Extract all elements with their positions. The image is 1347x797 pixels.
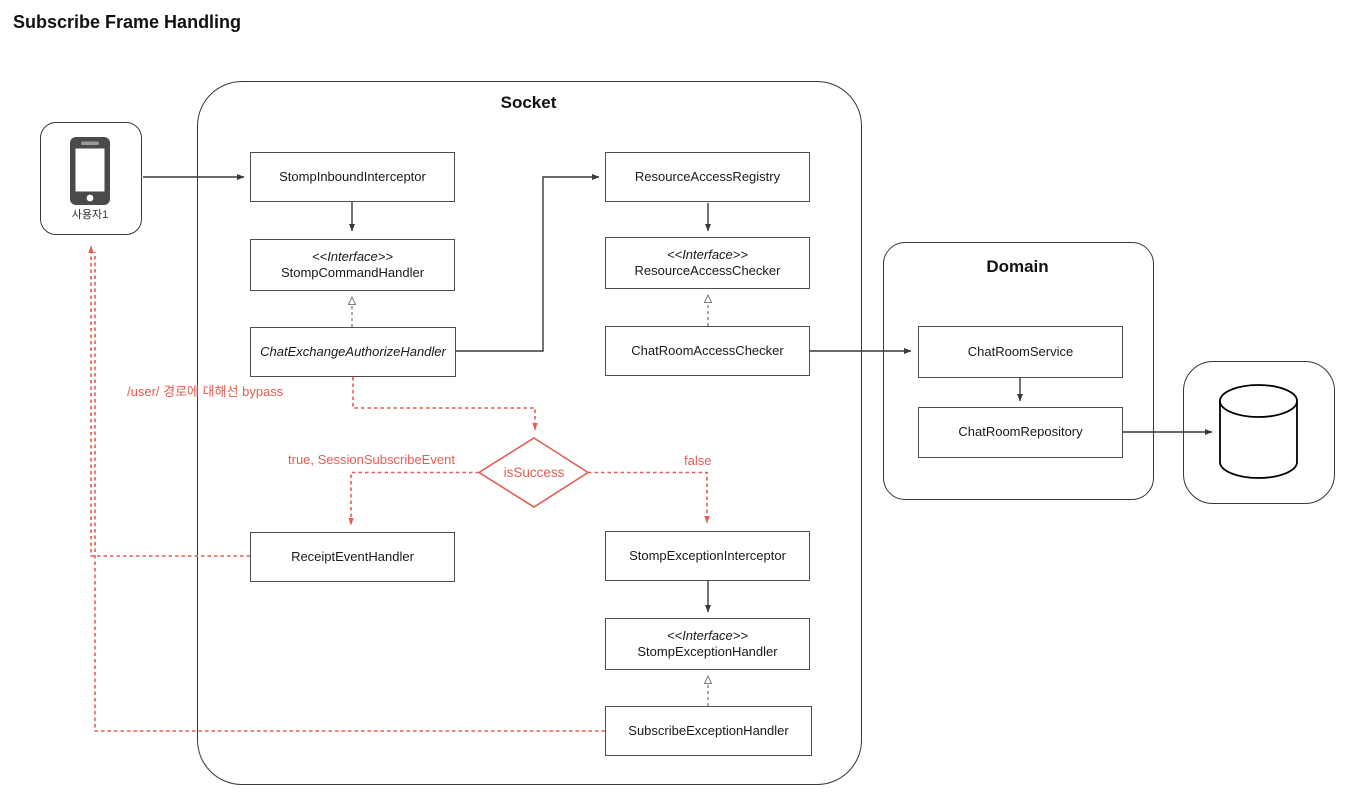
node-label: ResourceAccessRegistry [634, 168, 781, 184]
node-label: ChatRoomService [967, 343, 1074, 359]
container-domain [883, 242, 1154, 500]
interface-stereotype: <<Interface>> [667, 627, 748, 643]
label-bypass-note: /user/ 경로에 대해선 bypass [127, 384, 284, 399]
domain-title: Domain [986, 257, 1049, 276]
node-stomp-exception-handler: <<Interface>> StompExceptionHandler [605, 618, 810, 670]
node-stomp-exception-interceptor: StompExceptionInterceptor [605, 531, 810, 581]
node-resource-access-checker: <<Interface>> ResourceAccessChecker [605, 237, 810, 289]
node-label: SubscribeExceptionHandler [628, 722, 789, 738]
solid-flow-edges [143, 174, 1213, 613]
node-label: StompExceptionInterceptor [629, 547, 786, 563]
node-label: ChatRoomAccessChecker [631, 342, 784, 358]
decision-diamond [477, 437, 590, 508]
node-label: StompInboundInterceptor [279, 168, 426, 184]
node-label: StompCommandHandler [280, 265, 425, 280]
interface-stereotype: <<Interface>> [312, 248, 393, 264]
container-socket [197, 81, 862, 785]
actor-user1 [40, 122, 142, 235]
node-label: StompExceptionHandler [637, 644, 778, 659]
node-label: ReceiptEventHandler [291, 548, 414, 564]
node-receipt-event-handler: ReceiptEventHandler [250, 532, 455, 582]
node-chat-exchange-authorize-handler: ChatExchangeAuthorizeHandler [250, 327, 456, 377]
database-cylinder-icon [1219, 384, 1298, 479]
label-false-branch: false [684, 453, 712, 468]
node-label: ChatRoomRepository [958, 424, 1083, 440]
socket-title: Socket [500, 93, 557, 112]
actor-label: 사용자1 [71, 209, 109, 221]
node-chat-room-repository: ChatRoomRepository [918, 407, 1123, 458]
node-label: ResourceAccessChecker [634, 263, 781, 278]
interface-stereotype: <<Interface>> [667, 246, 748, 262]
node-label: ChatExchangeAuthorizeHandler [260, 343, 446, 359]
event-flow-edges [88, 245, 710, 732]
decision-label: isSuccess [503, 465, 565, 480]
node-stomp-command-handler: <<Interface>> StompCommandHandler [250, 239, 455, 291]
node-resource-access-registry: ResourceAccessRegistry [605, 152, 810, 202]
realization-edges [352, 295, 708, 706]
diagram-title: Subscribe Frame Handling [13, 12, 242, 32]
node-chat-room-service: ChatRoomService [918, 326, 1123, 378]
node-subscribe-exception-handler: SubscribeExceptionHandler [605, 706, 812, 756]
label-true-branch: true, SessionSubscribeEvent [288, 452, 455, 467]
smartphone-icon [70, 137, 110, 205]
node-stomp-inbound-interceptor: StompInboundInterceptor [250, 152, 455, 202]
node-chat-room-access-checker: ChatRoomAccessChecker [605, 326, 810, 376]
